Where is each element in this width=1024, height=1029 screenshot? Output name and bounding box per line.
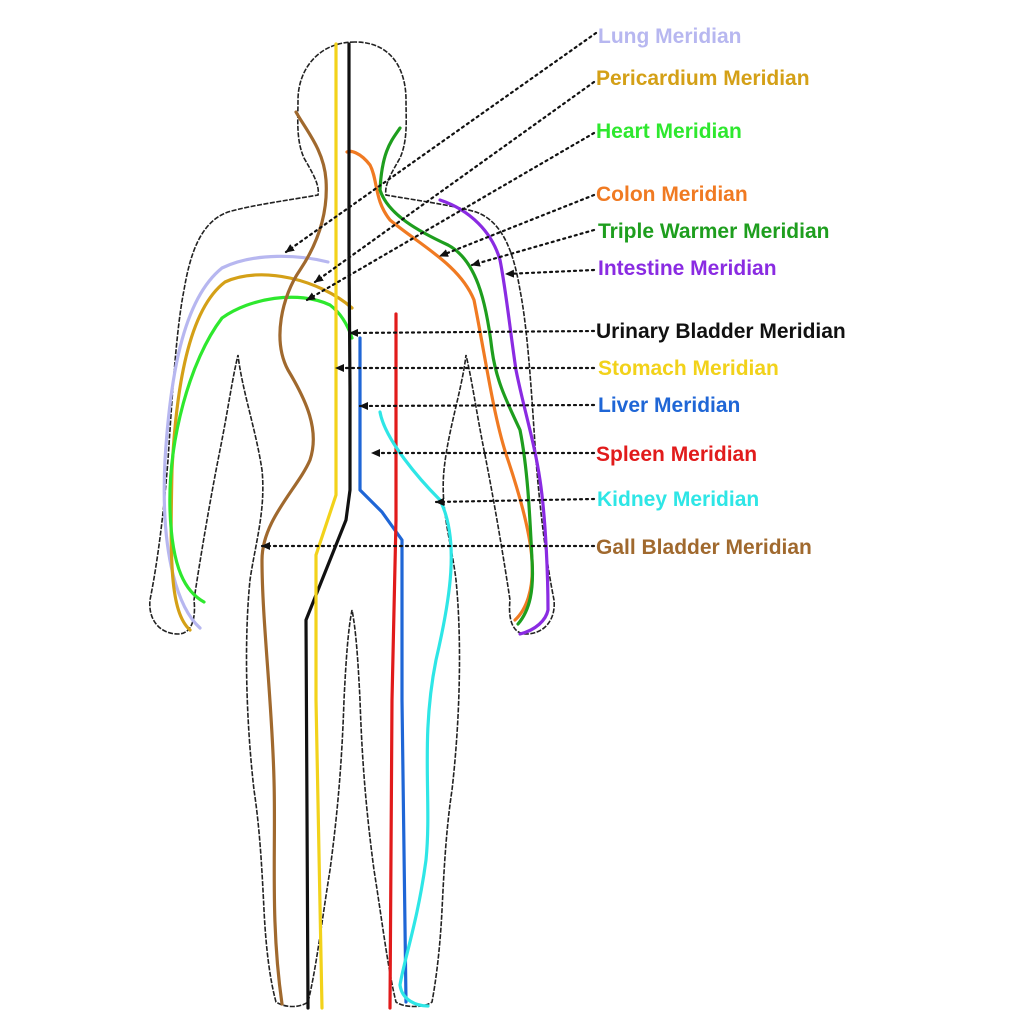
pericardium-meridian-label: Pericardium Meridian (596, 67, 810, 90)
urinary-bladder-leader-line (348, 328, 596, 337)
pericardium-leader-line (313, 80, 596, 284)
liver-leader-line (358, 401, 596, 410)
lung-meridian-line (162, 254, 330, 630)
heart-meridian-label: Heart Meridian (596, 120, 742, 143)
body-outline (149, 41, 555, 1008)
leader-lines (260, 31, 598, 550)
intestine-meridian-label: Intestine Meridian (598, 257, 777, 280)
colon-meridian-label: Colon Meridian (596, 183, 748, 206)
stomach-meridian-line (314, 42, 338, 1010)
heart-leader-line (305, 131, 596, 302)
urinary-bladder-meridian-label: Urinary Bladder Meridian (596, 320, 846, 343)
kidney-meridian-label: Kidney Meridian (597, 488, 759, 511)
kidney-meridian-line (378, 410, 453, 1008)
triple-warmer-meridian-label: Triple Warmer Meridian (598, 220, 829, 243)
pericardium-meridian-line (169, 273, 354, 632)
meridian-labels: Lung Meridian Pericardium Meridian Heart… (596, 25, 846, 559)
stomach-meridian-label: Stomach Meridian (598, 357, 779, 380)
intestine-meridian-line (438, 198, 550, 636)
triple-warmer-meridian-line (378, 126, 535, 626)
lung-leader-line (284, 31, 598, 254)
gall-bladder-meridian-line (260, 110, 328, 1006)
gall-bladder-meridian-label: Gall Bladder Meridian (596, 536, 812, 559)
urinary-bladder-meridian-line (304, 42, 352, 1010)
spleen-meridian-line (388, 312, 398, 1010)
colon-meridian-line (345, 149, 534, 622)
heart-meridian-line (168, 295, 354, 604)
liver-meridian-line (358, 336, 408, 1004)
liver-meridian-label: Liver Meridian (598, 394, 740, 417)
intestine-leader-line (504, 268, 596, 278)
colon-leader-line (438, 193, 596, 258)
lung-meridian-label: Lung Meridian (598, 25, 742, 48)
triple-warmer-leader-line (470, 228, 596, 267)
spleen-meridian-label: Spleen Meridian (596, 443, 757, 466)
kidney-leader-line (434, 497, 596, 506)
